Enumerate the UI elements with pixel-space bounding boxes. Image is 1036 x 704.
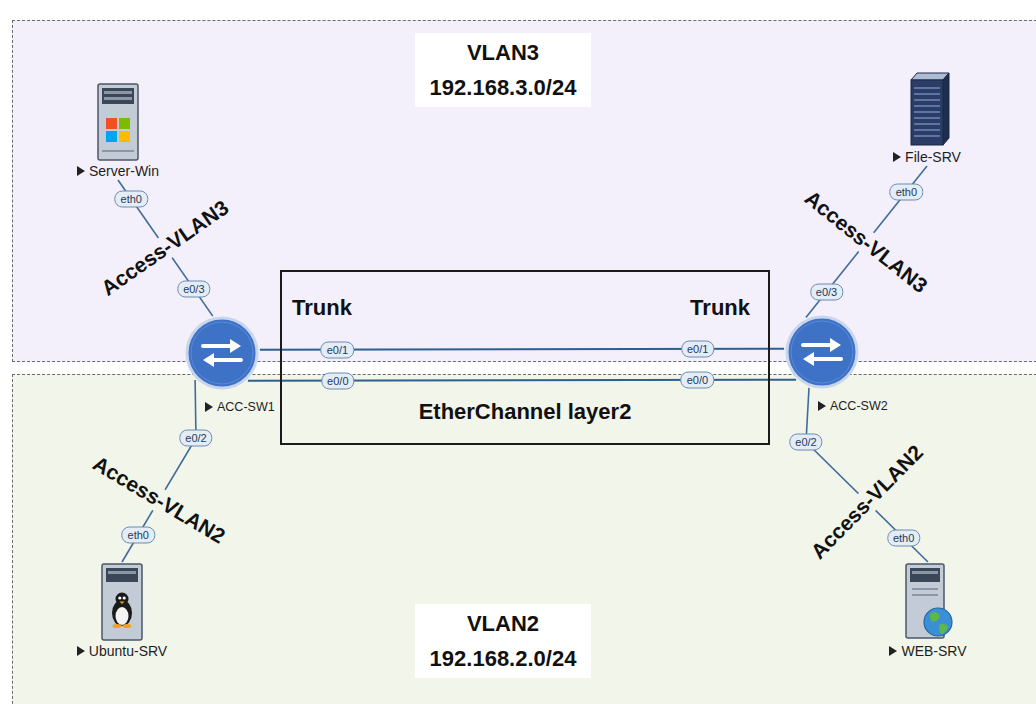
- linux-server-icon-shape: [102, 564, 142, 640]
- switch-node: ACC-SW2: [784, 314, 890, 416]
- play-marker: [889, 646, 897, 656]
- port-name: e0/1: [327, 342, 348, 357]
- play-marker-shape: [205, 402, 213, 412]
- port-pill: eth0: [890, 183, 923, 200]
- switch-icon-shape: [187, 318, 257, 388]
- vlan-text: VLAN3: [429, 35, 577, 70]
- play-marker-shape: [77, 646, 85, 656]
- file-server-icon-shape: [911, 73, 949, 145]
- port-name: eth0: [893, 531, 914, 546]
- text-slot: EtherChannel layer2: [282, 398, 768, 426]
- device-label: Ubuntu-SRV: [77, 642, 167, 660]
- vlan-tag: VLAN3192.168.3.0/24: [415, 33, 591, 107]
- vlan-text: 192.168.3.0/24: [429, 70, 577, 105]
- port-name: e0/0: [687, 372, 708, 387]
- vlan-tag: VLAN2192.168.2.0/24: [415, 604, 591, 678]
- port-pill: e0/3: [177, 280, 210, 297]
- switch-icon: [184, 315, 260, 391]
- port-name: eth0: [121, 192, 142, 207]
- port-pill: e0/0: [321, 372, 354, 389]
- port-name: e0/1: [687, 341, 708, 356]
- server-node: File-SRV: [890, 68, 964, 166]
- text-slot: Trunk: [292, 294, 352, 322]
- etherchannel-box: Trunk TrunkEtherChannel layer2: [280, 270, 770, 445]
- vlan-region: VLAN3192.168.3.0/24Server-Win File-SRV: [12, 20, 1036, 362]
- port-name: e0/3: [183, 281, 204, 296]
- device-label: Server-Win: [77, 162, 159, 180]
- switch-label: ACC-SW2: [818, 398, 888, 414]
- port-pill: e0/1: [681, 340, 714, 357]
- play-marker: [818, 401, 826, 411]
- port-name: eth0: [896, 184, 917, 199]
- trunk-label: Trunk: [292, 294, 352, 322]
- play-marker: [893, 152, 901, 162]
- port-name: e0/0: [327, 373, 348, 388]
- play-marker-shape: [77, 166, 85, 176]
- trunk-label: Trunk: [690, 294, 750, 322]
- vlan-text: VLAN2: [429, 606, 577, 641]
- play-marker-shape: [893, 152, 901, 162]
- server-node: WEB-SRV: [886, 562, 970, 660]
- etherchannel-label: EtherChannel layer2: [282, 398, 768, 426]
- play-marker: [205, 402, 213, 412]
- play-marker-shape: [889, 646, 897, 656]
- switch-icon: [784, 314, 860, 390]
- windows-server-icon: [90, 82, 146, 162]
- vlan3-ground: [12, 20, 1036, 362]
- port-pill: e0/2: [789, 434, 822, 451]
- switch-node: ACC-SW1: [184, 315, 277, 417]
- server-node: Ubuntu-SRV: [74, 562, 171, 660]
- play-marker-shape: [818, 401, 826, 411]
- switch-name: ACC-SW1: [217, 399, 275, 415]
- play-marker: [77, 166, 85, 176]
- port-pill: e0/3: [810, 283, 843, 300]
- device-name: Server-Win: [89, 162, 159, 180]
- server-node: Server-Win: [74, 82, 163, 180]
- port-name: e0/2: [185, 431, 206, 446]
- port-name: eth0: [128, 527, 149, 542]
- device-name: WEB-SRV: [901, 642, 966, 660]
- switch-label: ACC-SW1: [205, 399, 275, 415]
- device-label: WEB-SRV: [889, 642, 966, 660]
- port-pill: e0/2: [179, 430, 212, 447]
- play-marker: [77, 646, 85, 656]
- port-pill: eth0: [122, 526, 155, 543]
- port-pill: eth0: [887, 530, 920, 547]
- switch-icon-shape: [787, 317, 857, 387]
- windows-server-icon-shape: [98, 84, 138, 160]
- web-server-icon-shape: [906, 564, 952, 638]
- port-pill: e0/0: [681, 371, 714, 388]
- device-name: File-SRV: [905, 148, 961, 166]
- port-name: e0/2: [795, 435, 816, 450]
- vlan2-ground: [12, 374, 1036, 704]
- port-pill: eth0: [115, 191, 148, 208]
- text-slot: Trunk: [690, 294, 750, 322]
- linux-server-icon: [94, 562, 150, 642]
- vlan-text: 192.168.2.0/24: [429, 641, 577, 676]
- port-name: e0/3: [816, 284, 837, 299]
- port-pill: e0/1: [321, 341, 354, 358]
- device-name: Ubuntu-SRV: [89, 642, 167, 660]
- file-server-icon: [899, 68, 955, 148]
- web-server-icon: [900, 562, 956, 642]
- switch-name: ACC-SW2: [830, 398, 888, 414]
- device-label: File-SRV: [893, 148, 961, 166]
